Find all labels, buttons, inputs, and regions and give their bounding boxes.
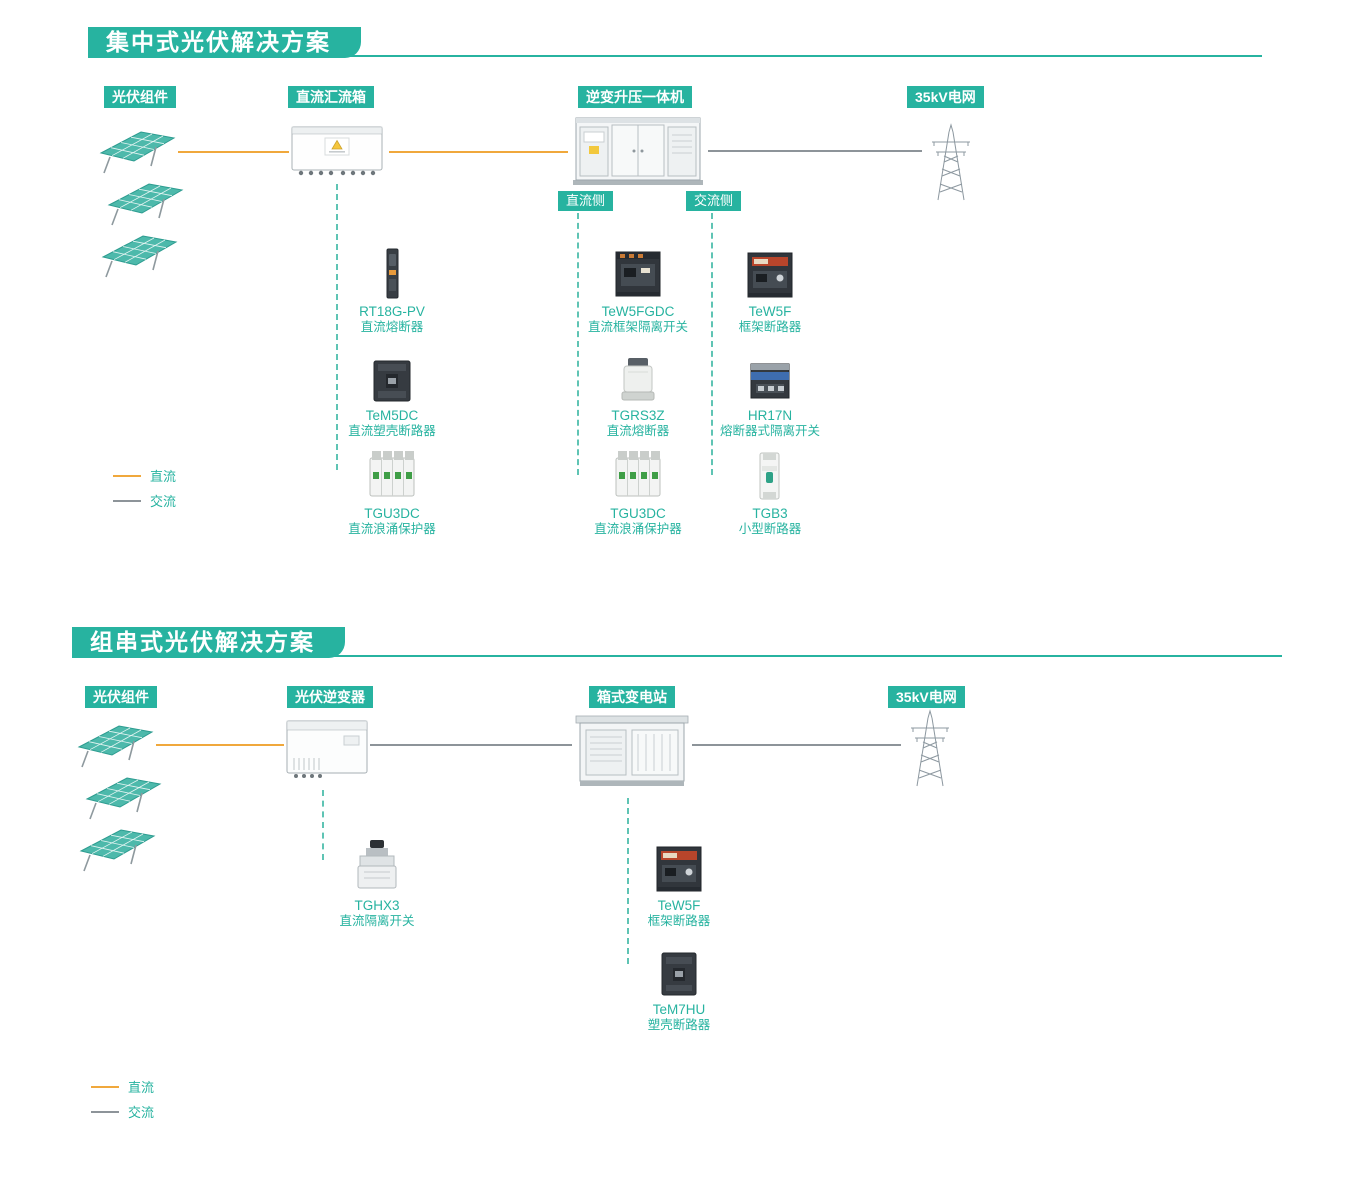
product-desc: 直流熔断器 xyxy=(606,424,670,438)
tghx3-switch-image xyxy=(352,839,402,894)
product-desc: 熔断器式隔离开关 xyxy=(719,424,820,438)
tew5f-breaker-image xyxy=(744,246,796,300)
tgu3dc-spd-image xyxy=(365,448,419,502)
product-desc: 直流浪涌保护器 xyxy=(594,522,682,536)
rt18g-pv-fuse-image xyxy=(379,246,405,300)
dashed-line-ac-side-chain xyxy=(711,213,713,475)
product-desc: 塑壳断路器 xyxy=(647,1018,711,1032)
product-name: TGRS3Z xyxy=(611,408,665,423)
label-inverter-booster-station: 逆变升压一体机 xyxy=(578,86,692,108)
product-desc: 直流浪涌保护器 xyxy=(348,522,436,536)
product-tgu3dc-2: TGU3DC 直流浪涌保护器 xyxy=(563,448,713,537)
ac-connection-line xyxy=(692,744,901,746)
label-pv-modules-1: 光伏组件 xyxy=(104,86,176,108)
box-substation-image xyxy=(572,710,692,794)
tgu3dc-spd-image xyxy=(611,448,665,502)
tem7hu-breaker-image xyxy=(657,944,701,998)
product-tem7hu: TeM7HU 塑壳断路器 xyxy=(604,944,754,1033)
product-name: TeW5F xyxy=(657,898,701,913)
dc-combiner-box-image xyxy=(289,120,389,182)
product-desc: 直流熔断器 xyxy=(360,320,424,334)
label-box-substation: 箱式变电站 xyxy=(589,686,675,708)
product-desc: 直流框架隔离开关 xyxy=(587,320,688,334)
dashed-line-substation-chain xyxy=(627,798,629,964)
product-desc: 直流隔离开关 xyxy=(339,914,415,928)
product-name: RT18G-PV xyxy=(359,304,425,319)
dc-connection-line xyxy=(156,744,284,746)
legend-ac-label: 交流 xyxy=(128,1105,155,1120)
hr17n-switch-image xyxy=(746,350,794,404)
dashed-line-inverter-chain xyxy=(322,790,324,860)
product-name: TGU3DC xyxy=(610,506,666,521)
solar-panel-image xyxy=(76,824,158,874)
legend-dc-label: 直流 xyxy=(128,1080,155,1095)
dc-connection-line xyxy=(389,151,568,153)
pv-inverter-image xyxy=(284,716,370,788)
tew5f-breaker-image xyxy=(653,840,705,894)
label-35kv-grid-1: 35kV电网 xyxy=(907,86,984,108)
tem5dc-breaker-image xyxy=(369,350,415,404)
product-name: HR17N xyxy=(747,408,793,423)
legend-dc: 直流 xyxy=(113,466,176,485)
product-desc: 框架断路器 xyxy=(647,914,711,928)
product-tew5f: TeW5F 框架断路器 xyxy=(695,246,845,335)
product-name: TGB3 xyxy=(752,506,788,521)
section2-title: 组串式光伏解决方案 xyxy=(72,627,345,658)
product-tew5fgdc: TeW5FGDC 直流框架隔离开关 xyxy=(563,246,713,335)
label-pv-modules-2: 光伏组件 xyxy=(85,686,157,708)
ac-line-sample xyxy=(91,1110,119,1113)
section1-title: 集中式光伏解决方案 xyxy=(88,27,361,58)
transmission-tower-image xyxy=(922,122,980,202)
product-hr17n: HR17N 熔断器式隔离开关 xyxy=(695,350,845,439)
ac-connection-line xyxy=(708,150,922,152)
product-name: TeW5FGDC xyxy=(601,304,675,319)
product-name: TGU3DC xyxy=(364,506,420,521)
solar-panel-image xyxy=(104,178,186,228)
dc-line-sample xyxy=(113,474,141,477)
ac-line-sample xyxy=(113,499,141,502)
ac-connection-line xyxy=(370,744,572,746)
inverter-booster-station-image xyxy=(568,108,708,190)
product-desc: 直流塑壳断路器 xyxy=(348,424,436,438)
label-dc-combiner-box: 直流汇流箱 xyxy=(288,86,374,108)
label-35kv-grid-2: 35kV电网 xyxy=(888,686,965,708)
product-name: TeW5F xyxy=(748,304,792,319)
product-tgrs3z: TGRS3Z 直流熔断器 xyxy=(563,350,713,439)
tgrs3z-fuse-image xyxy=(616,350,660,404)
legend-ac-label: 交流 xyxy=(150,494,177,509)
transmission-tower-image xyxy=(901,704,959,792)
product-tew5f-2: TeW5F 框架断路器 xyxy=(604,840,754,929)
product-rt18g-pv: RT18G-PV 直流熔断器 xyxy=(317,246,467,335)
solar-panel-image xyxy=(74,720,156,770)
product-name: TeM7HU xyxy=(652,1002,706,1017)
product-desc: 小型断路器 xyxy=(738,522,802,536)
legend-ac: 交流 xyxy=(113,491,176,510)
solar-panel-image xyxy=(82,772,164,822)
product-tghx3: TGHX3 直流隔离开关 xyxy=(302,839,452,929)
badge-dc-side: 直流侧 xyxy=(558,191,614,211)
section2-title-rule xyxy=(72,655,1282,657)
solar-panel-image xyxy=(98,230,180,280)
product-name: TGHX3 xyxy=(354,898,400,913)
dc-line-sample xyxy=(91,1085,119,1088)
tgb3-mcb-image xyxy=(750,448,790,502)
product-tgu3dc: TGU3DC 直流浪涌保护器 xyxy=(317,448,467,537)
legend-dc-label: 直流 xyxy=(150,469,177,484)
dashed-line-dc-side-chain xyxy=(577,213,579,475)
product-desc: 框架断路器 xyxy=(738,320,802,334)
product-tgb3: TGB3 小型断路器 xyxy=(695,448,845,537)
dashed-line-combiner-chain xyxy=(336,184,338,470)
dc-connection-line xyxy=(178,151,289,153)
label-pv-inverter: 光伏逆变器 xyxy=(287,686,373,708)
legend-ac: 交流 xyxy=(91,1102,154,1121)
section1-title-rule xyxy=(88,55,1262,57)
solar-panel-image xyxy=(96,126,178,176)
product-name: TeM5DC xyxy=(365,408,419,423)
legend-dc: 直流 xyxy=(91,1077,154,1096)
badge-ac-side: 交流侧 xyxy=(686,191,742,211)
product-tem5dc: TeM5DC 直流塑壳断路器 xyxy=(317,350,467,439)
tew5fgdc-switch-image xyxy=(612,246,664,300)
